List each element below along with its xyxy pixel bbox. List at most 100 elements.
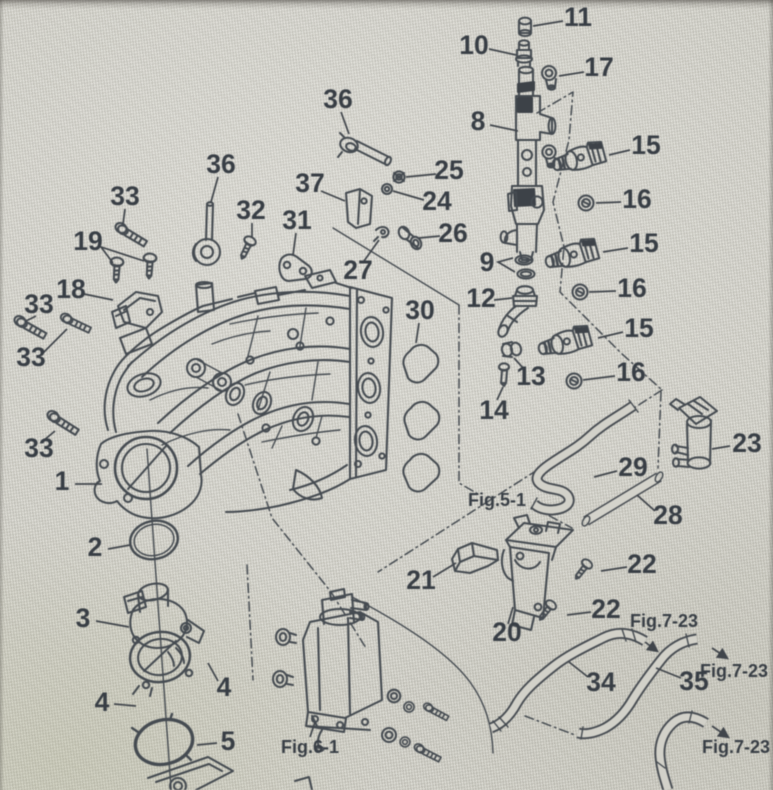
part-bracket-assembly-20 (500, 513, 575, 632)
part-label-leader-35 (432, 562, 457, 578)
part-bolt-33d (44, 407, 81, 437)
part-label-leader-11 (292, 232, 297, 256)
part-label-leader-43 (655, 667, 682, 679)
figure-ref-Fig.5-1-0: Fig.5-1 (468, 490, 526, 510)
zone-line-fuel-rail (536, 91, 663, 391)
part-label-22-36: 22 (627, 549, 656, 579)
part-bolt-14 (497, 362, 511, 388)
part-label-leader-32 (593, 470, 618, 478)
fuel-line-curve (351, 596, 494, 754)
part-label-33-24: 33 (16, 342, 45, 372)
part-label-leader-8 (392, 190, 425, 201)
part-stud-36b (191, 201, 222, 267)
part-label-leader-18 (602, 247, 629, 253)
part-vst-hardware (380, 688, 451, 764)
part-intake-manifold (93, 268, 394, 520)
part-label-1-31: 1 (55, 466, 70, 496)
part-label-leader-23 (25, 315, 37, 322)
part-label-leader-5 (210, 176, 219, 203)
part-label-leader-29 (42, 430, 56, 442)
part-label-15-18: 15 (629, 228, 658, 258)
part-sensor-18 (110, 290, 164, 330)
part-injectors-15 (534, 138, 609, 361)
part-label-16-19: 16 (617, 273, 646, 303)
part-label-leader-4 (340, 111, 350, 135)
zone-line-manifold-vst (237, 413, 367, 649)
part-label-leader-16 (608, 149, 631, 156)
part-fuel-rail-assembly (497, 16, 558, 388)
part-label-33-9: 33 (110, 181, 139, 211)
part-vst-grommets (271, 627, 298, 689)
part-label-31-11: 31 (282, 205, 311, 235)
part-o-rings-9 (514, 254, 536, 280)
figure-ref-Fig.7-23-4: Fig.7-23 (702, 737, 770, 757)
part-bracket-31 (278, 253, 313, 283)
part-nut-25 (392, 170, 406, 184)
part-grommet-17b (541, 144, 557, 169)
part-label-leader-6 (405, 173, 437, 178)
part-grommet-17 (540, 64, 558, 91)
part-label-leader-34 (107, 544, 131, 550)
part-label-10-1: 10 (459, 30, 488, 60)
part-label-leader-37 (95, 620, 130, 628)
part-label-leader-27 (513, 357, 525, 370)
part-label-leader-7 (320, 190, 346, 202)
part-label-leader-39 (507, 606, 514, 625)
figure-ref-leader-1 (309, 721, 316, 738)
part-fuel-rail-8 (499, 65, 557, 262)
part-label-leader-36 (600, 566, 628, 572)
figure-ref-arrow-3 (711, 647, 729, 660)
part-label-33-23: 33 (24, 289, 53, 319)
part-label-leader-2 (558, 71, 585, 77)
part-label-9-15: 9 (480, 247, 495, 277)
part-label-3-37: 3 (76, 603, 91, 633)
frame-diagonal-line (332, 227, 460, 306)
part-label-11-0: 11 (564, 2, 592, 32)
part-label-33-29: 33 (24, 433, 53, 463)
part-label-leader-42 (568, 661, 589, 678)
part-label-12-25: 12 (466, 283, 495, 313)
part-hose-34 (488, 628, 648, 734)
part-label-18-22: 18 (56, 274, 85, 304)
part-bolt-33a (112, 220, 150, 249)
zone-line-vst-vertical (246, 564, 254, 681)
part-label-leader-12 (418, 235, 441, 239)
part-vapor-separator (271, 587, 451, 764)
part-gasket-5 (130, 712, 195, 767)
zone-line-frame-vertical (458, 304, 479, 495)
part-label-25-6: 25 (434, 155, 463, 185)
part-label-19-13: 19 (73, 226, 102, 256)
part-gasket-2 (128, 519, 180, 561)
zone-line-hose34 (524, 715, 576, 736)
part-label-16-17: 16 (622, 184, 651, 214)
part-label-29-32: 29 (618, 452, 647, 482)
part-label-36-5: 36 (206, 149, 235, 179)
part-label-leader-17 (595, 201, 622, 204)
part-label-15-16: 15 (631, 130, 660, 160)
part-label-34-42: 34 (586, 667, 616, 697)
part-label-15-20: 15 (624, 313, 653, 343)
part-screw-19b (141, 252, 158, 281)
part-label-leader-40 (207, 662, 219, 682)
part-label-28-33: 28 (653, 500, 682, 530)
part-label-22-38: 22 (591, 594, 620, 624)
part-label-37-7: 37 (295, 168, 324, 198)
part-label-leader-28 (496, 386, 504, 401)
part-label-27-14: 27 (343, 255, 372, 285)
part-label-35-43: 35 (679, 666, 708, 696)
part-label-leader-41 (113, 703, 137, 707)
part-label-5-44: 5 (221, 726, 236, 756)
figure-ref-arrow-4 (711, 725, 730, 739)
part-hose-35 (576, 633, 698, 740)
part-label-leader-26 (415, 322, 420, 344)
part-cap-11 (517, 16, 533, 38)
part-label-leader-14 (363, 239, 380, 262)
part-fuel-fitting-12 (497, 285, 539, 338)
part-label-20-39: 20 (492, 617, 521, 647)
part-label-17-2: 17 (584, 52, 613, 82)
part-label-leader-22 (83, 293, 114, 301)
part-throttle-body (122, 582, 206, 698)
hardware-upper-left (11, 131, 423, 437)
